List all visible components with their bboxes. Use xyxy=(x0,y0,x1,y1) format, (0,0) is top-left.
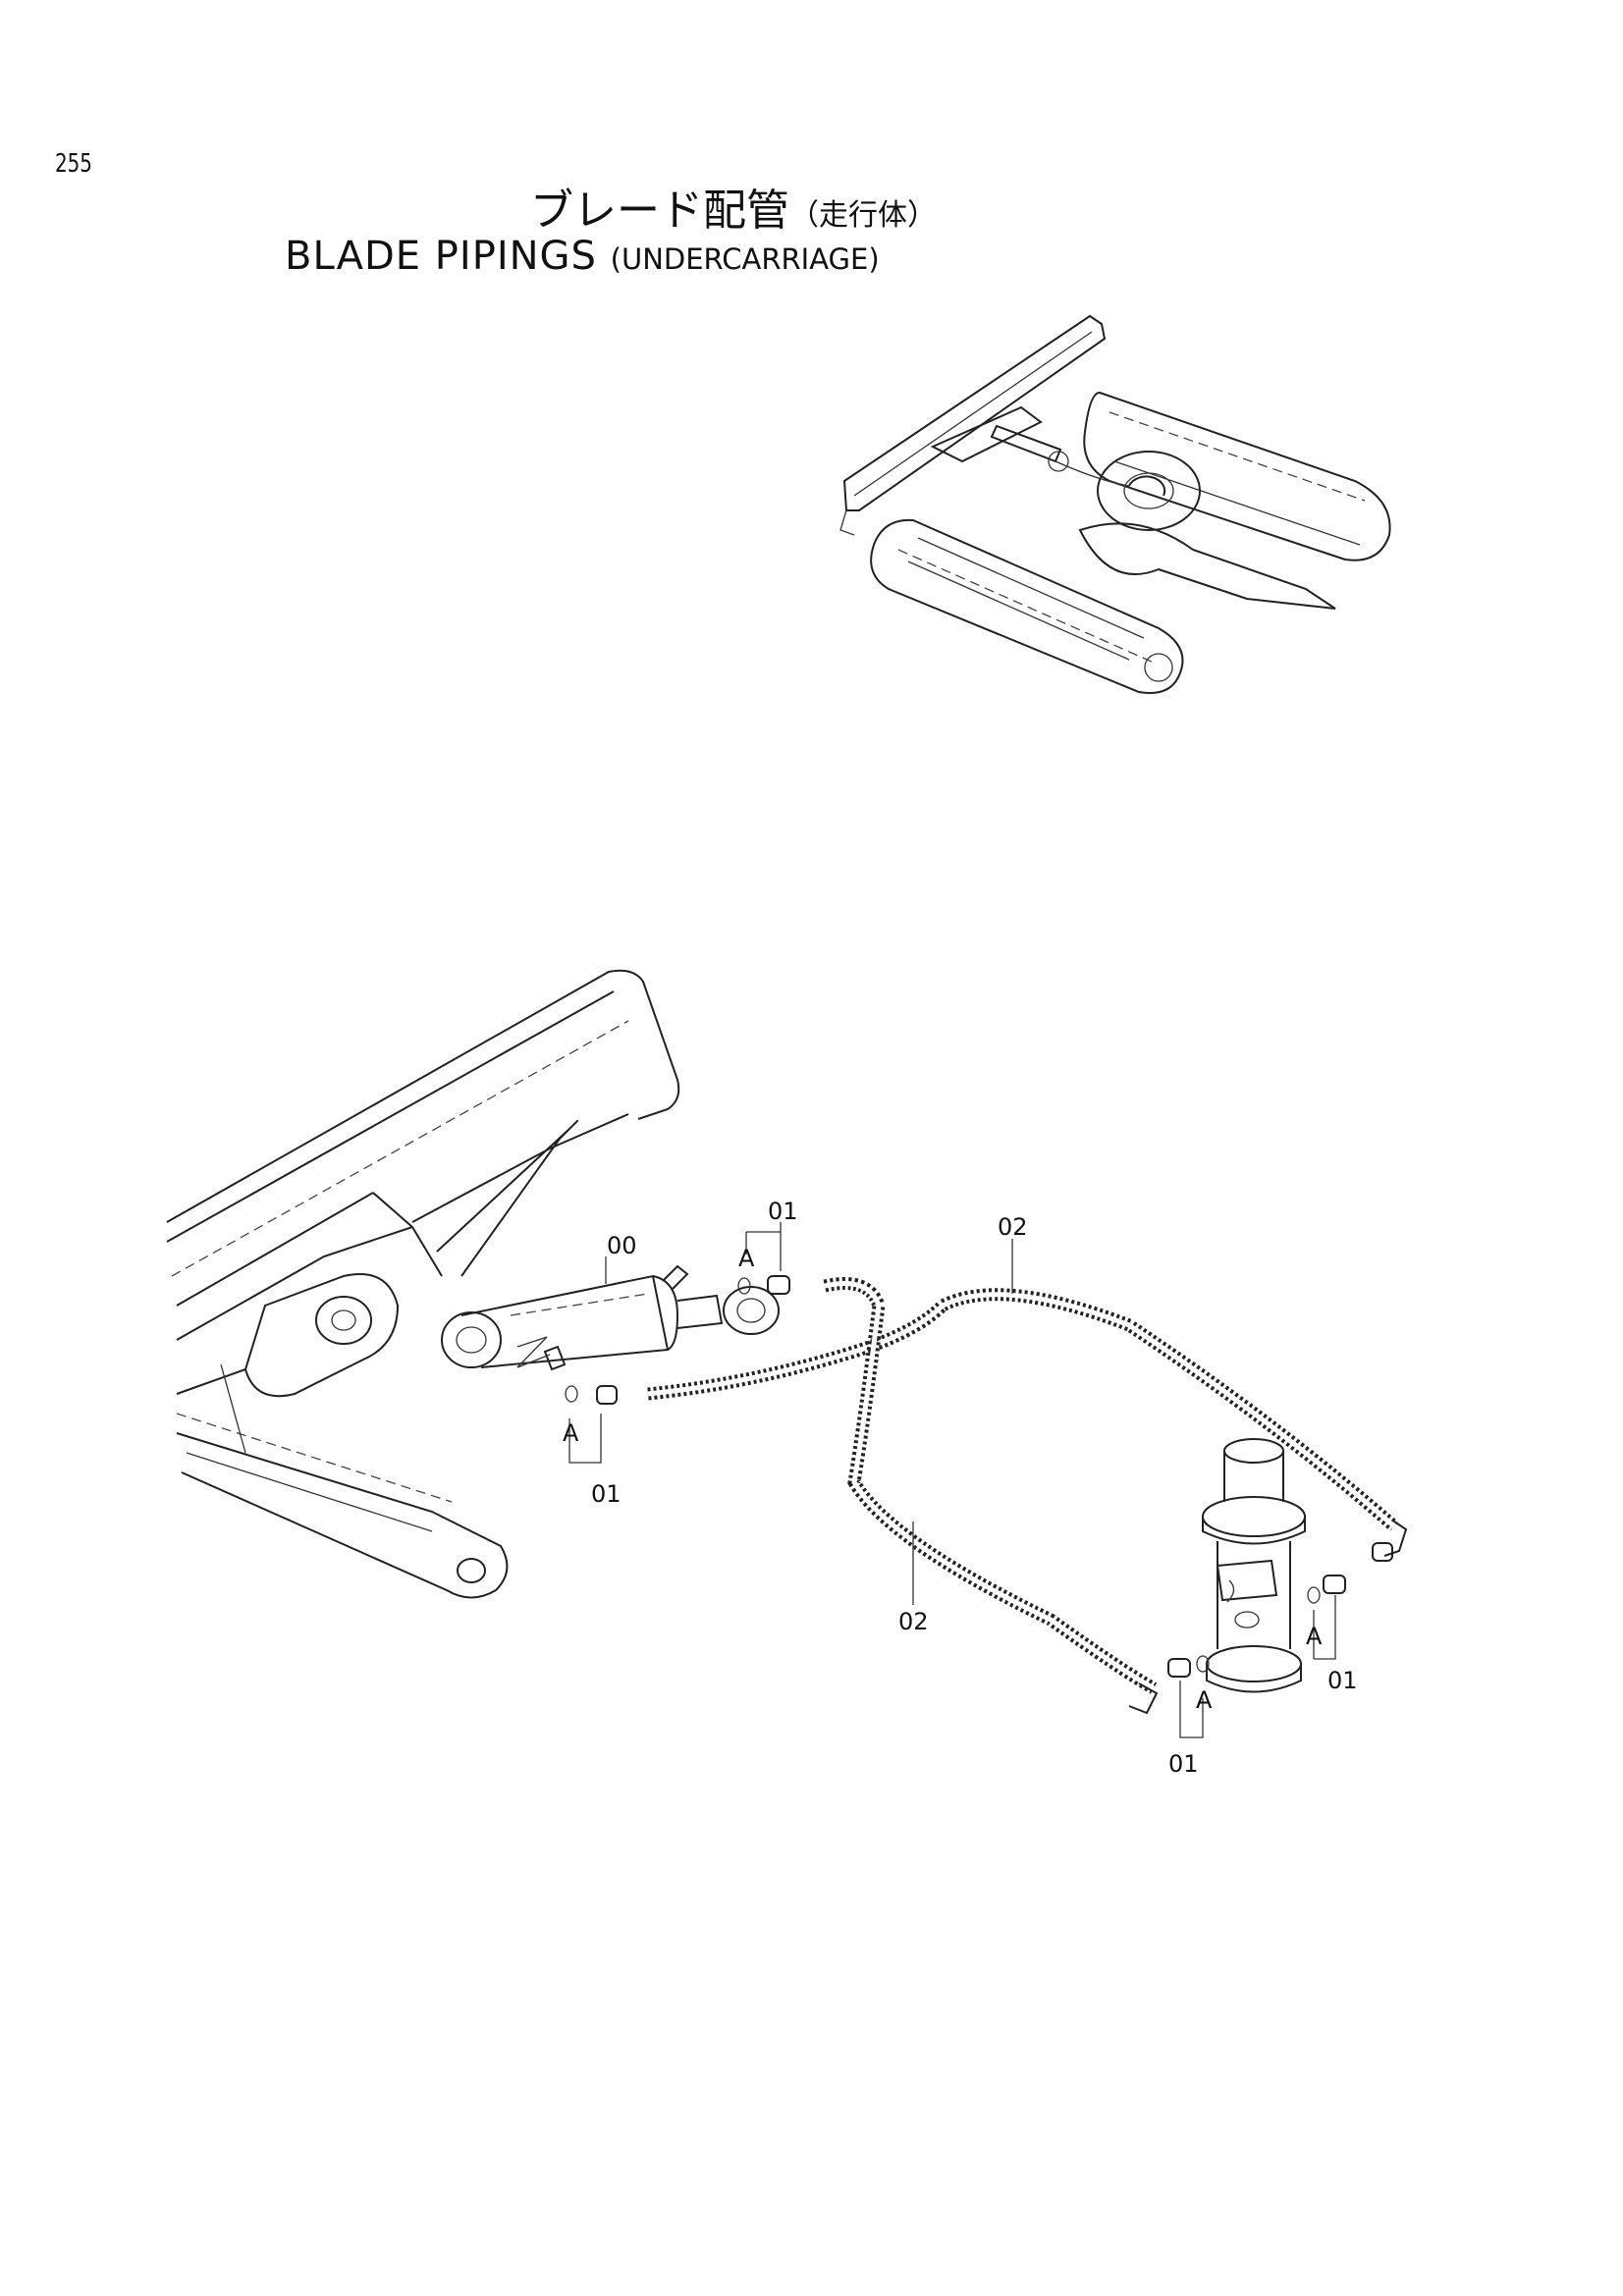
callout-oring-upper: A xyxy=(738,1245,755,1272)
title-japanese-main: ブレード配管 xyxy=(530,186,789,236)
hose-end-bottom xyxy=(1128,1682,1159,1715)
title-english-main: BLADE PIPINGS xyxy=(285,234,597,279)
callout-fitting-swivel-right: 01 xyxy=(1327,1667,1358,1694)
callout-oring-swivel-right: A xyxy=(1306,1623,1323,1650)
callout-fitting-lower: 01 xyxy=(591,1480,622,1508)
callout-hose-lower: 02 xyxy=(898,1608,929,1635)
leader-lines xyxy=(516,1222,1336,1738)
callout-hose-upper: 02 xyxy=(998,1213,1028,1241)
title-english-sub: (UNDERCARRIAGE) xyxy=(610,242,880,276)
blade-frame-illustration xyxy=(166,969,680,1599)
callout-fitting-upper: 01 xyxy=(768,1198,798,1225)
title-japanese: ブレード配管（走行体） xyxy=(530,175,937,238)
title-english: BLADE PIPINGS (UNDERCARRIAGE) xyxy=(285,234,880,279)
overview-undercarriage-illustration xyxy=(839,314,1391,694)
callout-oring-swivel-left: A xyxy=(1196,1686,1213,1714)
swivel-joint-illustration xyxy=(1202,1438,1306,1693)
fittings-illustration xyxy=(565,1275,1393,1678)
hose-upper-illustration xyxy=(647,1288,1399,1531)
callout-cylinder: 00 xyxy=(607,1232,637,1259)
callout-oring-lower: A xyxy=(563,1419,579,1447)
callout-fitting-swivel-left: 01 xyxy=(1168,1750,1199,1778)
page-number: 255 xyxy=(55,149,92,179)
title-japanese-sub: （走行体） xyxy=(789,198,937,233)
blade-cylinder-illustration xyxy=(441,1264,780,1371)
hose-lower-illustration xyxy=(823,1277,1158,1694)
